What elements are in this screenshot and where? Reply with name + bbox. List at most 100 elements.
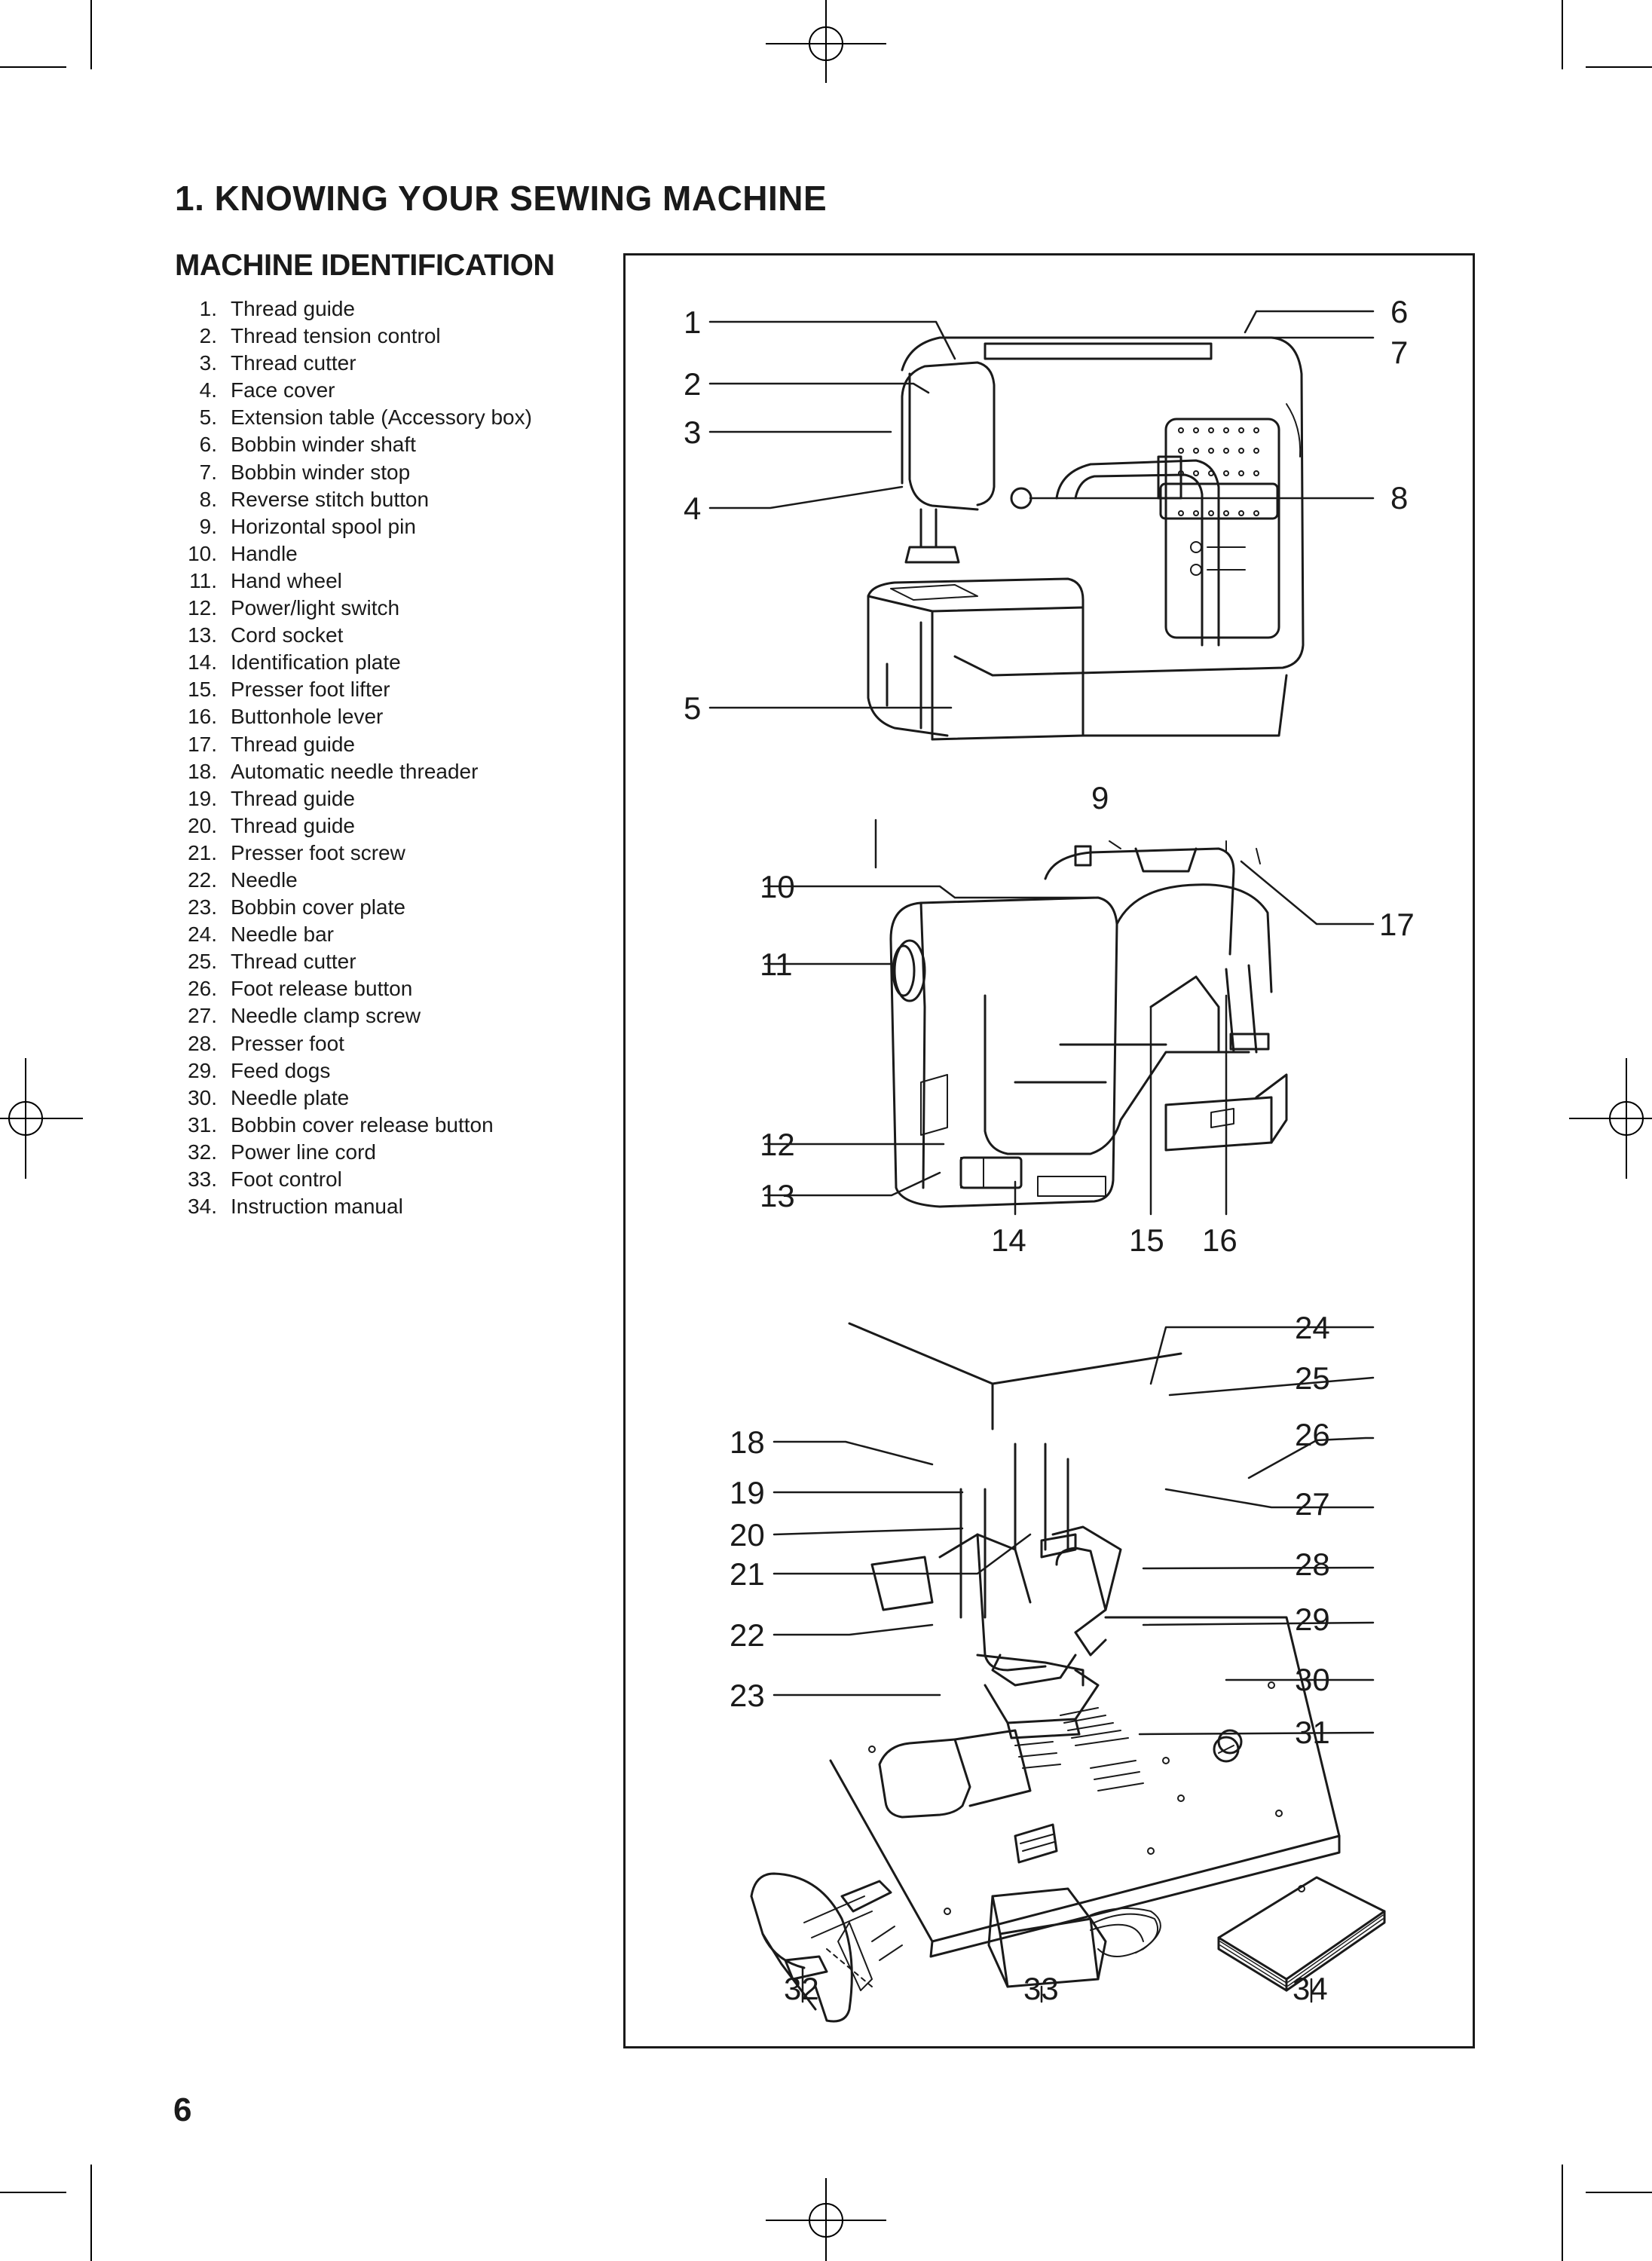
callout-10: 10 [760,869,795,904]
part-item: 1. Thread guide [175,295,532,323]
part-item: 22. Needle [175,867,532,894]
callout-7: 7 [1390,335,1409,370]
callout-4: 4 [684,491,702,526]
part-name: Presser foot lifter [231,678,390,702]
part-number: 26. [188,977,217,1001]
callout-8: 8 [1390,480,1409,516]
part-item: 9.Horizontal spool pin [175,513,532,540]
part-name: Needle bar [231,922,334,947]
crop-mark [1586,2192,1652,2193]
part-name: Automatic needle threader [231,759,479,783]
callout-31: 31 [1295,1715,1330,1750]
part-item: 30.Needle plate [175,1085,532,1112]
part-item: 13.Cord socket [175,622,532,649]
callout-1: 1 [684,304,702,340]
part-name: Foot control [231,1167,342,1191]
part-number: 17. [188,732,217,756]
callout-16: 16 [1202,1222,1237,1258]
part-number: 12. [188,596,217,620]
part-item: 2.Thread tension control [175,323,532,350]
callout-13: 13 [760,1178,795,1213]
part-item: 26.Foot release button [175,975,532,1002]
callout-33: 33 [1023,1971,1059,2006]
part-item: 33.Foot control [175,1166,532,1193]
part-item: 29.Feed dogs [175,1057,532,1085]
part-number: 13. [188,623,217,647]
part-number: 11. [189,568,217,592]
part-number: 19. [188,786,217,810]
part-item: 24. Needle bar [175,921,532,948]
callout-3: 3 [684,415,702,450]
part-name: Needle plate [231,1085,350,1109]
part-item: 10.Handle [175,540,532,568]
part-number: 18. [188,759,217,783]
crop-mark [1562,0,1563,69]
part-name: Identification plate [231,650,401,675]
part-name: Bobbin cover plate [231,895,405,919]
part-name: Horizontal spool pin [231,514,416,538]
part-number: 27. [188,1004,217,1028]
part-name: Presser foot [231,1031,344,1055]
callout-6: 6 [1390,294,1409,329]
part-number: 5. [199,405,217,430]
callout-19: 19 [730,1475,765,1510]
part-item: 12. Power/light switch [175,595,532,622]
foot-control-illustration [987,1887,1161,1988]
callout-26: 26 [1295,1417,1330,1452]
part-name: Thread tension control [231,324,441,348]
part-number: 34. [188,1195,217,1219]
part-item: 28. Presser foot [175,1030,532,1057]
part-name: Feed dogs [231,1058,331,1082]
part-item: 15. Presser foot lifter [175,676,532,703]
section-title: MACHINE IDENTIFICATION [175,249,555,282]
part-name: Thread guide [231,813,356,837]
part-number: 23. [188,895,217,919]
part-number: 31. [188,1112,217,1137]
registration-mark-left [0,1058,83,1179]
part-item: 11.Hand wheel [175,568,532,595]
part-number: 28. [188,1031,217,1055]
callout-27: 27 [1295,1486,1330,1522]
part-name: Thread guide [231,297,356,320]
part-name: Thread guide [231,786,356,810]
callout-2: 2 [684,366,702,402]
part-name: Face cover [231,378,335,402]
callout-5: 5 [684,690,702,726]
part-number: 21. [188,840,217,864]
part-number: 15. [188,678,217,702]
part-name: Thread cutter [231,351,356,375]
part-name: Bobbin cover release button [231,1112,494,1137]
part-number: 32. [188,1140,217,1164]
part-number: 22. [188,867,217,892]
part-number: 1. [199,297,217,320]
crop-mark [1562,2165,1563,2261]
page-number: 6 [173,2091,192,2128]
part-item: 17.Thread guide [175,731,532,758]
part-name: Extension table (Accessory box) [231,405,532,430]
part-item: 4.Face cover [175,377,532,404]
part-item: 6.Bobbin winder shaft [175,431,532,458]
callout-32: 32 [784,1971,819,2006]
callout-25: 25 [1295,1360,1330,1396]
crop-mark [0,66,66,68]
part-number: 24. [188,922,217,947]
part-item: 5. Extension table (Accessory box) [175,404,532,431]
callout-17: 17 [1379,907,1415,942]
callout-18: 18 [730,1424,765,1460]
callout-30: 30 [1295,1662,1330,1697]
figure-frame [623,253,1475,2048]
power-cord-illustration [750,1872,903,2023]
part-item: 31. Bobbin cover release button [175,1112,532,1139]
page-title: 1. KNOWING YOUR SEWING MACHINE [175,179,828,218]
part-number: 6. [199,433,217,457]
part-item: 14.Identification plate [175,649,532,676]
part-name: Buttonhole lever [231,705,384,729]
part-number: 3. [199,351,217,375]
part-item: 27.Needle clamp screw [175,1002,532,1030]
callout-23: 23 [730,1678,765,1713]
part-name: Power/light switch [231,596,400,620]
part-item: 20.Thread guide [175,812,532,840]
part-number: 16. [188,705,217,729]
part-name: Needle [231,867,298,892]
